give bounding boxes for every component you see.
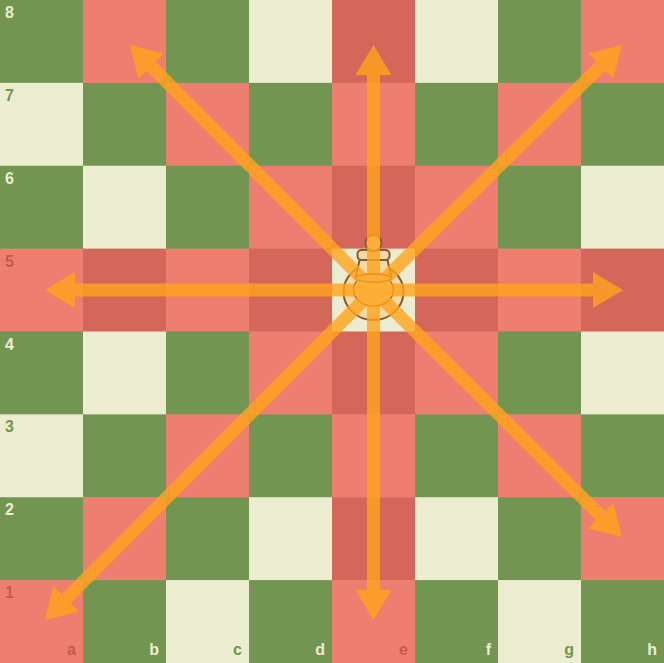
- board-square: [166, 166, 250, 249]
- board-square: [415, 580, 499, 663]
- board-square: [498, 332, 582, 415]
- board-square: [415, 83, 499, 166]
- board-square: [581, 249, 664, 332]
- coordinate-label: c: [233, 641, 242, 659]
- board-square: [332, 0, 416, 83]
- board-square: [249, 0, 333, 83]
- arrow-head: [45, 586, 79, 620]
- board-square: [0, 249, 84, 332]
- board-square: [415, 414, 499, 497]
- arrow-shaft: [151, 66, 373, 290]
- board-square: [498, 0, 582, 83]
- board-square: [83, 332, 167, 415]
- arrow-head: [45, 272, 75, 308]
- arrow-head: [593, 272, 623, 308]
- board-square: [83, 414, 167, 497]
- coordinate-label: d: [315, 641, 325, 659]
- board-square: [0, 0, 84, 83]
- coordinate-label: a: [67, 641, 76, 659]
- arrow-head: [588, 45, 622, 79]
- coordinate-label: h: [647, 641, 657, 659]
- coordinate-label: f: [486, 641, 491, 659]
- coordinate-label: 4: [5, 336, 14, 354]
- coordinate-label: 8: [5, 4, 14, 22]
- board-square: [249, 83, 333, 166]
- board-square: [0, 497, 84, 580]
- board-square: [83, 83, 167, 166]
- board-square: [249, 414, 333, 497]
- coordinate-label: 2: [5, 501, 14, 519]
- board-square: [332, 580, 416, 663]
- board-square: [581, 580, 664, 663]
- board-square: [166, 497, 250, 580]
- board-square: [0, 332, 84, 415]
- board-square: [249, 580, 333, 663]
- arrow-head: [356, 590, 392, 620]
- move-arrows: [45, 45, 623, 620]
- board-square: [415, 497, 499, 580]
- coordinate-label: 3: [5, 418, 14, 436]
- board-square: [498, 166, 582, 249]
- board-square: [0, 83, 84, 166]
- coordinate-label: g: [564, 641, 574, 659]
- board-square: [249, 497, 333, 580]
- board-square: [166, 0, 250, 83]
- arrow-shaft: [66, 290, 373, 599]
- board-square: [166, 332, 250, 415]
- board-square: [581, 166, 664, 249]
- board-square: [498, 497, 582, 580]
- board-square: [498, 580, 582, 663]
- board-square: [581, 83, 664, 166]
- board-square: [83, 580, 167, 663]
- coordinate-label: 6: [5, 170, 14, 188]
- arrow-shaft: [374, 284, 594, 297]
- board-square: [166, 580, 250, 663]
- arrow-head: [130, 45, 164, 79]
- arrow-head: [588, 503, 622, 537]
- arrow-head: [356, 45, 392, 75]
- coordinate-label: 1: [5, 584, 14, 602]
- board-square: [415, 0, 499, 83]
- arrow-shaft: [75, 284, 374, 297]
- arrow-shaft: [374, 66, 601, 290]
- board-square: [83, 166, 167, 249]
- coordinate-label: b: [149, 641, 159, 659]
- board-square: [581, 414, 664, 497]
- board-square: [0, 166, 84, 249]
- coordinate-label: e: [399, 641, 408, 659]
- board-square: [0, 414, 84, 497]
- coordinate-label: 7: [5, 87, 14, 105]
- arrow-shaft: [374, 290, 601, 516]
- coordinate-label: 5: [5, 253, 14, 271]
- arrow-shaft: [367, 290, 380, 590]
- arrow-shaft: [367, 75, 380, 290]
- board-square: [581, 332, 664, 415]
